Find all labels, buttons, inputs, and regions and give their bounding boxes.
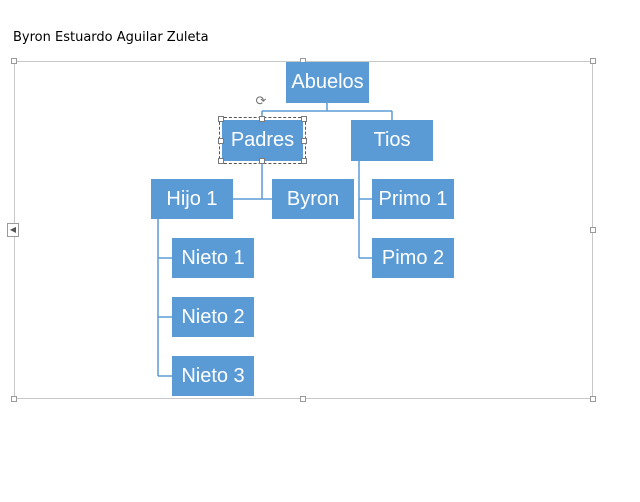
- node-tios[interactable]: Tios: [351, 120, 433, 161]
- selection-handle-bottom-right[interactable]: [301, 158, 307, 164]
- selection-handle-bottom-center[interactable]: [259, 158, 265, 164]
- node-nieto-3[interactable]: Nieto 3: [172, 356, 254, 396]
- frame-handle-top-right[interactable]: [590, 58, 596, 64]
- document-author-text: Byron Estuardo Aguilar Zuleta: [13, 30, 209, 45]
- node-byron[interactable]: Byron: [272, 179, 354, 219]
- selection-handle-top-left[interactable]: [218, 116, 224, 122]
- node-hijo-1[interactable]: Hijo 1: [151, 179, 233, 219]
- node-primo-2[interactable]: Pimo 2: [372, 238, 454, 278]
- node-padres[interactable]: Padres: [219, 117, 306, 164]
- chevron-left-icon[interactable]: ◀: [7, 223, 19, 237]
- rotate-handle-icon[interactable]: ⟳: [255, 93, 267, 108]
- selection-handle-top-right[interactable]: [301, 116, 307, 122]
- frame-handle-top-left[interactable]: [11, 58, 17, 64]
- frame-handle-bottom-right[interactable]: [590, 396, 596, 402]
- frame-handle-mid-right[interactable]: [590, 227, 596, 233]
- frame-handle-bottom-center[interactable]: [300, 396, 306, 402]
- selection-handle-mid-left[interactable]: [218, 138, 224, 144]
- selection-handle-top-center[interactable]: [259, 116, 265, 122]
- selection-handle-bottom-left[interactable]: [218, 158, 224, 164]
- node-nieto-1[interactable]: Nieto 1: [172, 238, 254, 278]
- node-primo-1[interactable]: Primo 1: [372, 179, 454, 219]
- node-abuelos[interactable]: Abuelos: [286, 62, 369, 103]
- frame-handle-bottom-left[interactable]: [11, 396, 17, 402]
- node-nieto-2[interactable]: Nieto 2: [172, 297, 254, 337]
- selection-handle-mid-right[interactable]: [301, 138, 307, 144]
